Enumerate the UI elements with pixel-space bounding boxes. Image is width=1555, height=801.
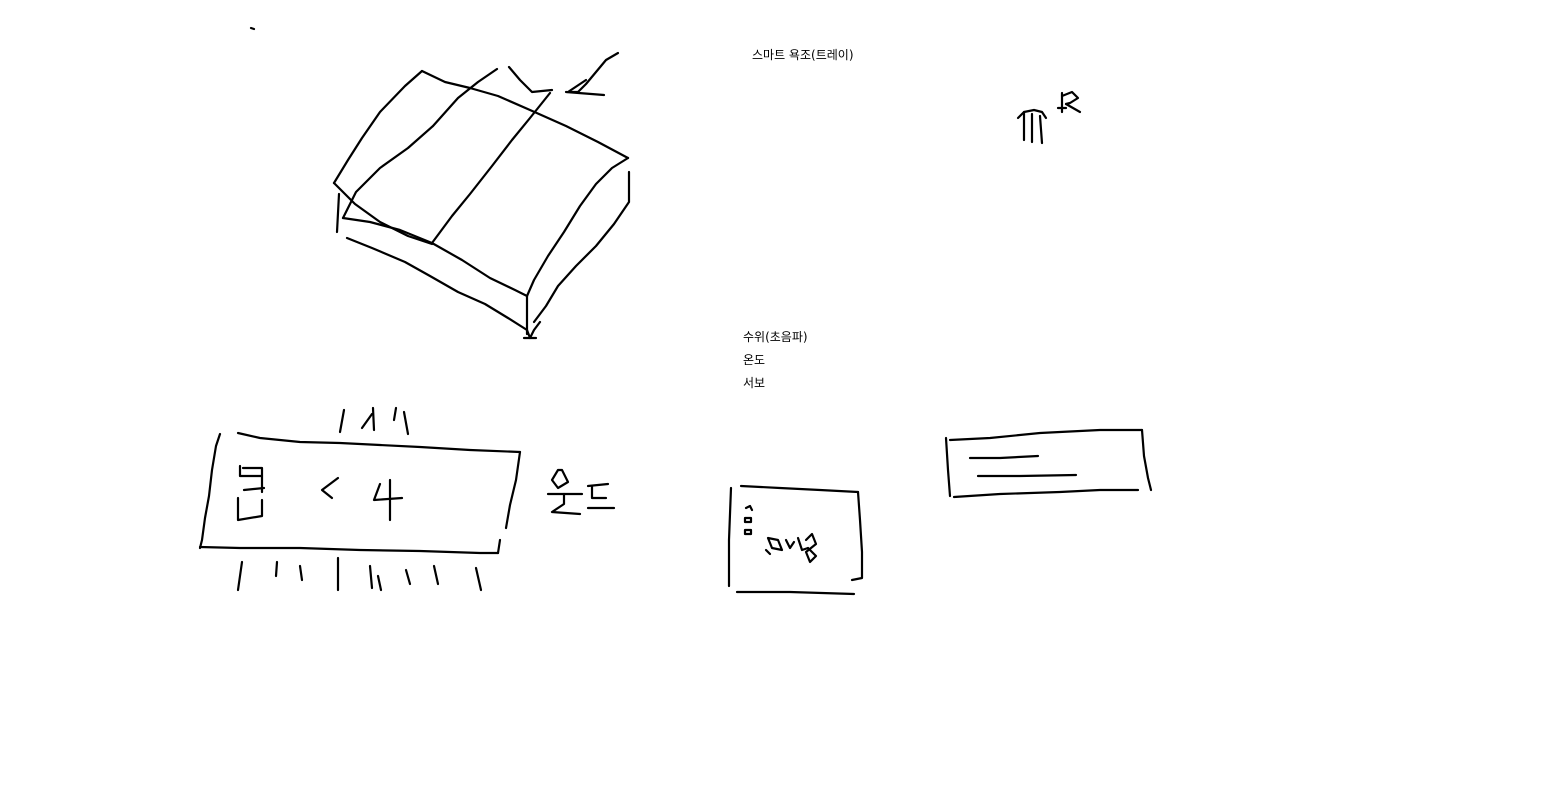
sensor-list: 수위(초음파) 온도 서보	[743, 330, 808, 399]
sensor-label-servo: 서보	[743, 376, 766, 390]
sensor-module-sketch	[727, 484, 864, 596]
tray-box-sketch	[332, 65, 631, 340]
sensor-label-temperature: 온도	[743, 353, 766, 367]
sensor-label-water-level: 수위(초음파)	[743, 330, 808, 344]
water-level-icon	[1016, 90, 1082, 145]
temperature-display-sketch	[198, 406, 616, 592]
stray-dot	[249, 26, 256, 31]
arrow-icon	[564, 51, 620, 97]
diagram-title: 스마트 욕조(트레이)	[752, 48, 854, 62]
servo-module-sketch	[944, 428, 1153, 499]
